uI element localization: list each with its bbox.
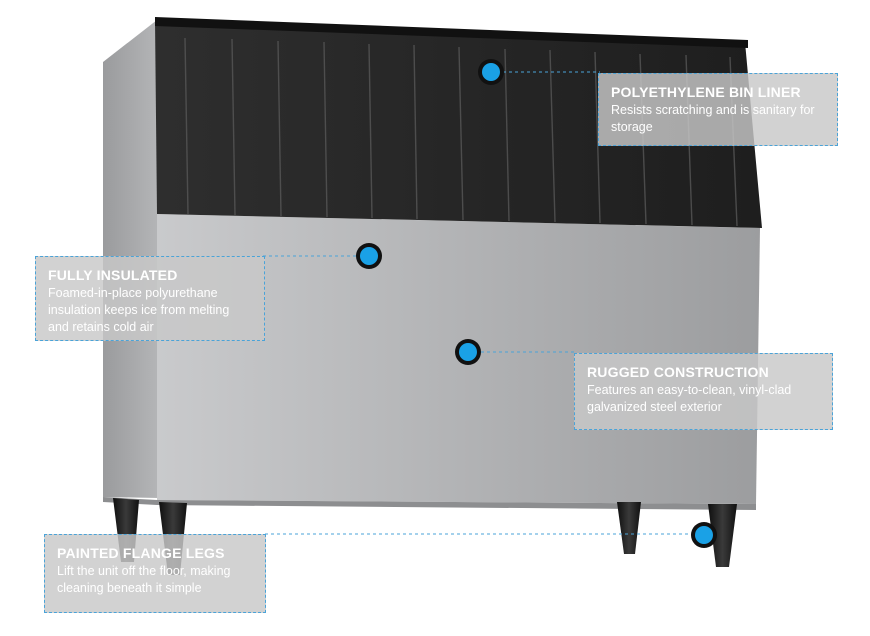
marker-dot-insulated[interactable]: [356, 243, 382, 269]
marker-dot-rugged[interactable]: [455, 339, 481, 365]
callout-title: PAINTED FLANGE LEGS: [57, 545, 225, 561]
callout-bin-liner: POLYETHYLENE BIN LINER Resists scratchin…: [598, 73, 838, 146]
callout-title: POLYETHYLENE BIN LINER: [611, 84, 801, 100]
callout-title: FULLY INSULATED: [48, 267, 178, 283]
callout-description: Resists scratching and is sanitary for s…: [611, 103, 815, 134]
callout-description: Foamed-in-place polyurethane insulation …: [48, 286, 230, 334]
callout-painted-flange-legs: PAINTED FLANGE LEGS Lift the unit off th…: [44, 534, 266, 613]
callout-description: Features an easy-to-clean, vinyl-clad ga…: [587, 383, 792, 414]
callout-title: RUGGED CONSTRUCTION: [587, 364, 769, 380]
marker-dot-liner[interactable]: [478, 59, 504, 85]
leg-back-right: [617, 502, 641, 554]
marker-dot-legs[interactable]: [691, 522, 717, 548]
bin-bottom-edge: [103, 497, 756, 510]
leg-front-right: [708, 504, 737, 567]
bin-liner: [155, 17, 762, 228]
callout-rugged-construction: RUGGED CONSTRUCTION Features an easy-to-…: [574, 353, 833, 430]
callout-description: Lift the unit off the floor, making clea…: [57, 564, 231, 595]
callout-fully-insulated: FULLY INSULATED Foamed-in-place polyuret…: [35, 256, 265, 341]
